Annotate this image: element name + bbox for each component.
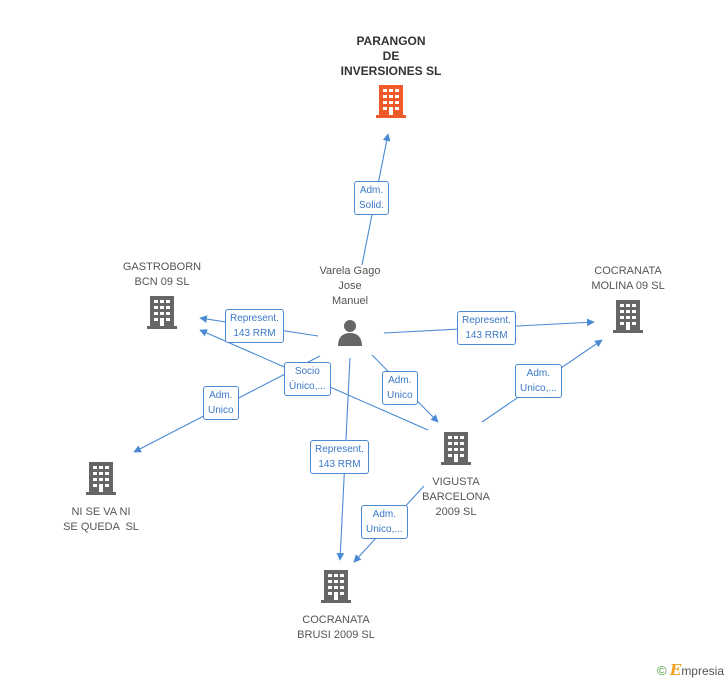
node-label-line: Manuel bbox=[331, 295, 369, 307]
node-label-line: SE QUEDA SL bbox=[63, 521, 139, 533]
node-gastroborn[interactable]: GASTROBORN BCN 09 SL bbox=[112, 260, 212, 335]
edge-label-line: 143 RRM bbox=[318, 459, 361, 470]
edge-label-adm-unico-nisevani[interactable]: Adm. Unico bbox=[203, 386, 239, 420]
node-label-line: BARCELONA bbox=[422, 491, 490, 503]
edge-label-adm-unico-brusi[interactable]: Adm. Unico,... bbox=[361, 505, 408, 539]
copyright-symbol: © bbox=[656, 663, 667, 678]
node-cocranata-molina[interactable]: COCRANATA MOLINA 09 SL bbox=[578, 264, 678, 339]
edge-label-line: Adm. bbox=[372, 509, 397, 520]
node-label-line: COCRANATA bbox=[302, 614, 370, 626]
node-label-line: 2009 SL bbox=[435, 506, 477, 518]
node-label-line: Jose bbox=[338, 280, 362, 292]
node-label-line: COCRANATA bbox=[594, 265, 662, 277]
brand-name-rest: mpresia bbox=[681, 664, 724, 678]
node-label-line: BCN 09 SL bbox=[134, 276, 190, 288]
edge-label-line: Único,... bbox=[289, 381, 326, 392]
edge-label-represent-brusi[interactable]: Represent. 143 RRM bbox=[310, 440, 369, 474]
edge-label-adm-unico-molina[interactable]: Adm. Unico,... bbox=[515, 364, 562, 398]
node-label-line: DE bbox=[382, 49, 400, 63]
edge-label-line: Socio bbox=[294, 366, 320, 377]
edge-label-line: Adm. bbox=[209, 390, 233, 401]
edge-label-represent-gastroborn[interactable]: Represent. 143 RRM bbox=[225, 309, 284, 343]
edge-label-line: Represent. bbox=[462, 315, 511, 326]
edge-label-line: 143 RRM bbox=[233, 328, 276, 339]
node-cocranata-brusi[interactable]: COCRANATA BRUSI 2009 SL bbox=[286, 568, 386, 643]
building-icon-highlight bbox=[376, 85, 406, 118]
edge-label-adm-unico-vigusta[interactable]: Adm. Unico bbox=[382, 371, 418, 405]
edge-label-line: Represent. bbox=[315, 444, 364, 455]
node-parangon[interactable]: PARANGON DE INVERSIONES SL bbox=[330, 34, 452, 124]
node-label-line: BRUSI 2009 SL bbox=[297, 629, 375, 641]
edge-label-line: Adm. bbox=[526, 368, 551, 379]
edge-label-line: Unico bbox=[208, 405, 234, 416]
building-icon bbox=[321, 570, 351, 603]
node-label-line: INVERSIONES SL bbox=[340, 64, 442, 78]
edge-label-adm-solid[interactable]: Adm. Solid. bbox=[354, 181, 390, 215]
node-label-line: NI SE VA NI bbox=[71, 506, 131, 518]
empresia-logo: © Empresia bbox=[657, 661, 724, 679]
edge-label-line: Adm. bbox=[359, 185, 384, 196]
node-label-line: GASTROBORN bbox=[122, 261, 202, 273]
edge-label-line: Unico,... bbox=[366, 524, 403, 535]
edge-label-line: Solid. bbox=[359, 200, 385, 211]
node-label-line: VIGUSTA bbox=[432, 476, 480, 488]
building-icon bbox=[147, 296, 177, 329]
building-icon bbox=[613, 300, 643, 333]
person-icon bbox=[338, 320, 362, 346]
edge-label-line: Represent. bbox=[230, 313, 279, 324]
edge-label-represent-molina[interactable]: Represent. 143 RRM bbox=[457, 311, 516, 345]
node-label-line: PARANGON bbox=[356, 34, 426, 48]
brand-initial: E bbox=[669, 661, 682, 679]
edge-label-line: Adm. bbox=[388, 375, 412, 386]
node-label-line: Varela Gago bbox=[319, 265, 381, 277]
edge-label-socio-unico[interactable]: Socio Único,... bbox=[284, 362, 331, 396]
node-person[interactable]: Varela Gago Jose Manuel bbox=[300, 264, 400, 352]
node-label-line: MOLINA 09 SL bbox=[591, 280, 665, 292]
edge-label-line: Unico bbox=[387, 390, 413, 401]
edge-label-line: Unico,... bbox=[520, 383, 557, 394]
node-vigusta[interactable]: VIGUSTA BARCELONA 2009 SL bbox=[406, 430, 506, 520]
edge-label-line: 143 RRM bbox=[465, 330, 508, 341]
building-icon bbox=[441, 432, 471, 465]
node-ni-se-va[interactable]: NI SE VA NI SE QUEDA SL bbox=[48, 460, 154, 535]
building-icon bbox=[86, 462, 116, 495]
